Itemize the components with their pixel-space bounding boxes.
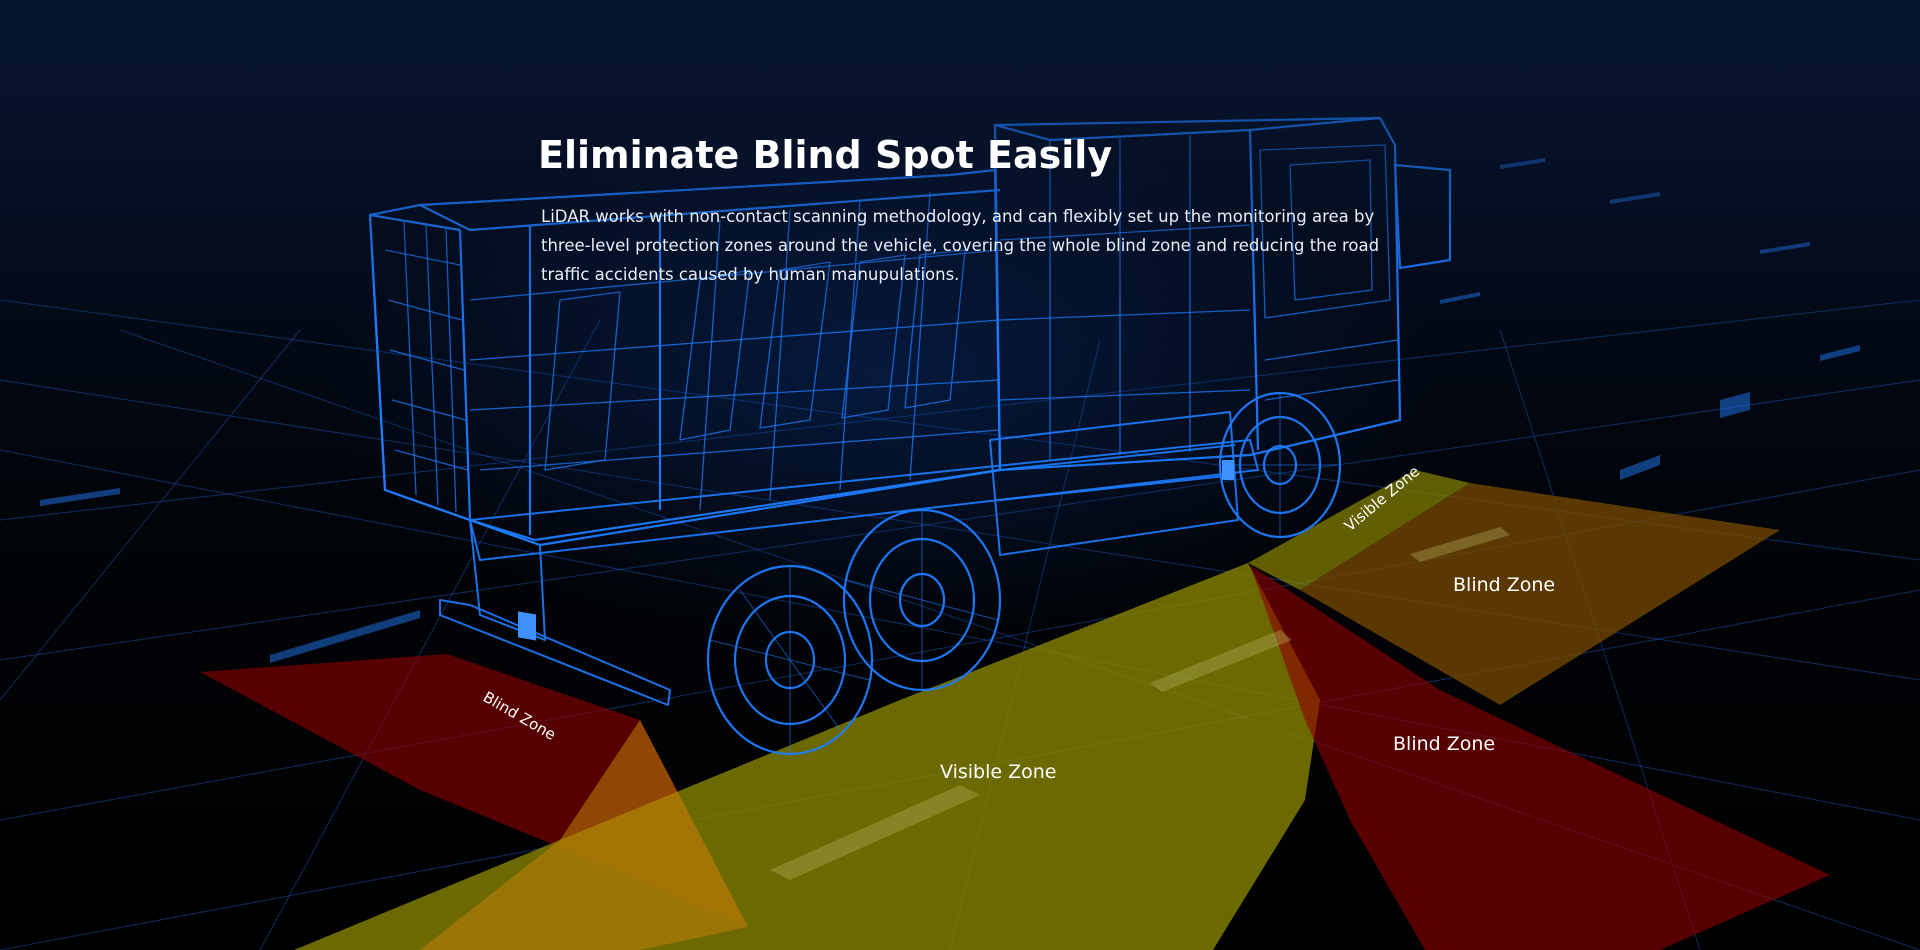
front-blind-zone-label: Blind Zone	[1393, 733, 1495, 755]
front-visible-zone-label: Visible Zone	[940, 761, 1056, 783]
section-title: Eliminate Blind Spot Easily	[538, 133, 1113, 177]
intro-block: Eliminate Blind Spot Easily LiDAR works …	[538, 130, 1398, 289]
section-description: LiDAR works with non-contact scanning me…	[541, 207, 1380, 284]
side-blind-zone-label: Blind Zone	[1453, 574, 1555, 596]
